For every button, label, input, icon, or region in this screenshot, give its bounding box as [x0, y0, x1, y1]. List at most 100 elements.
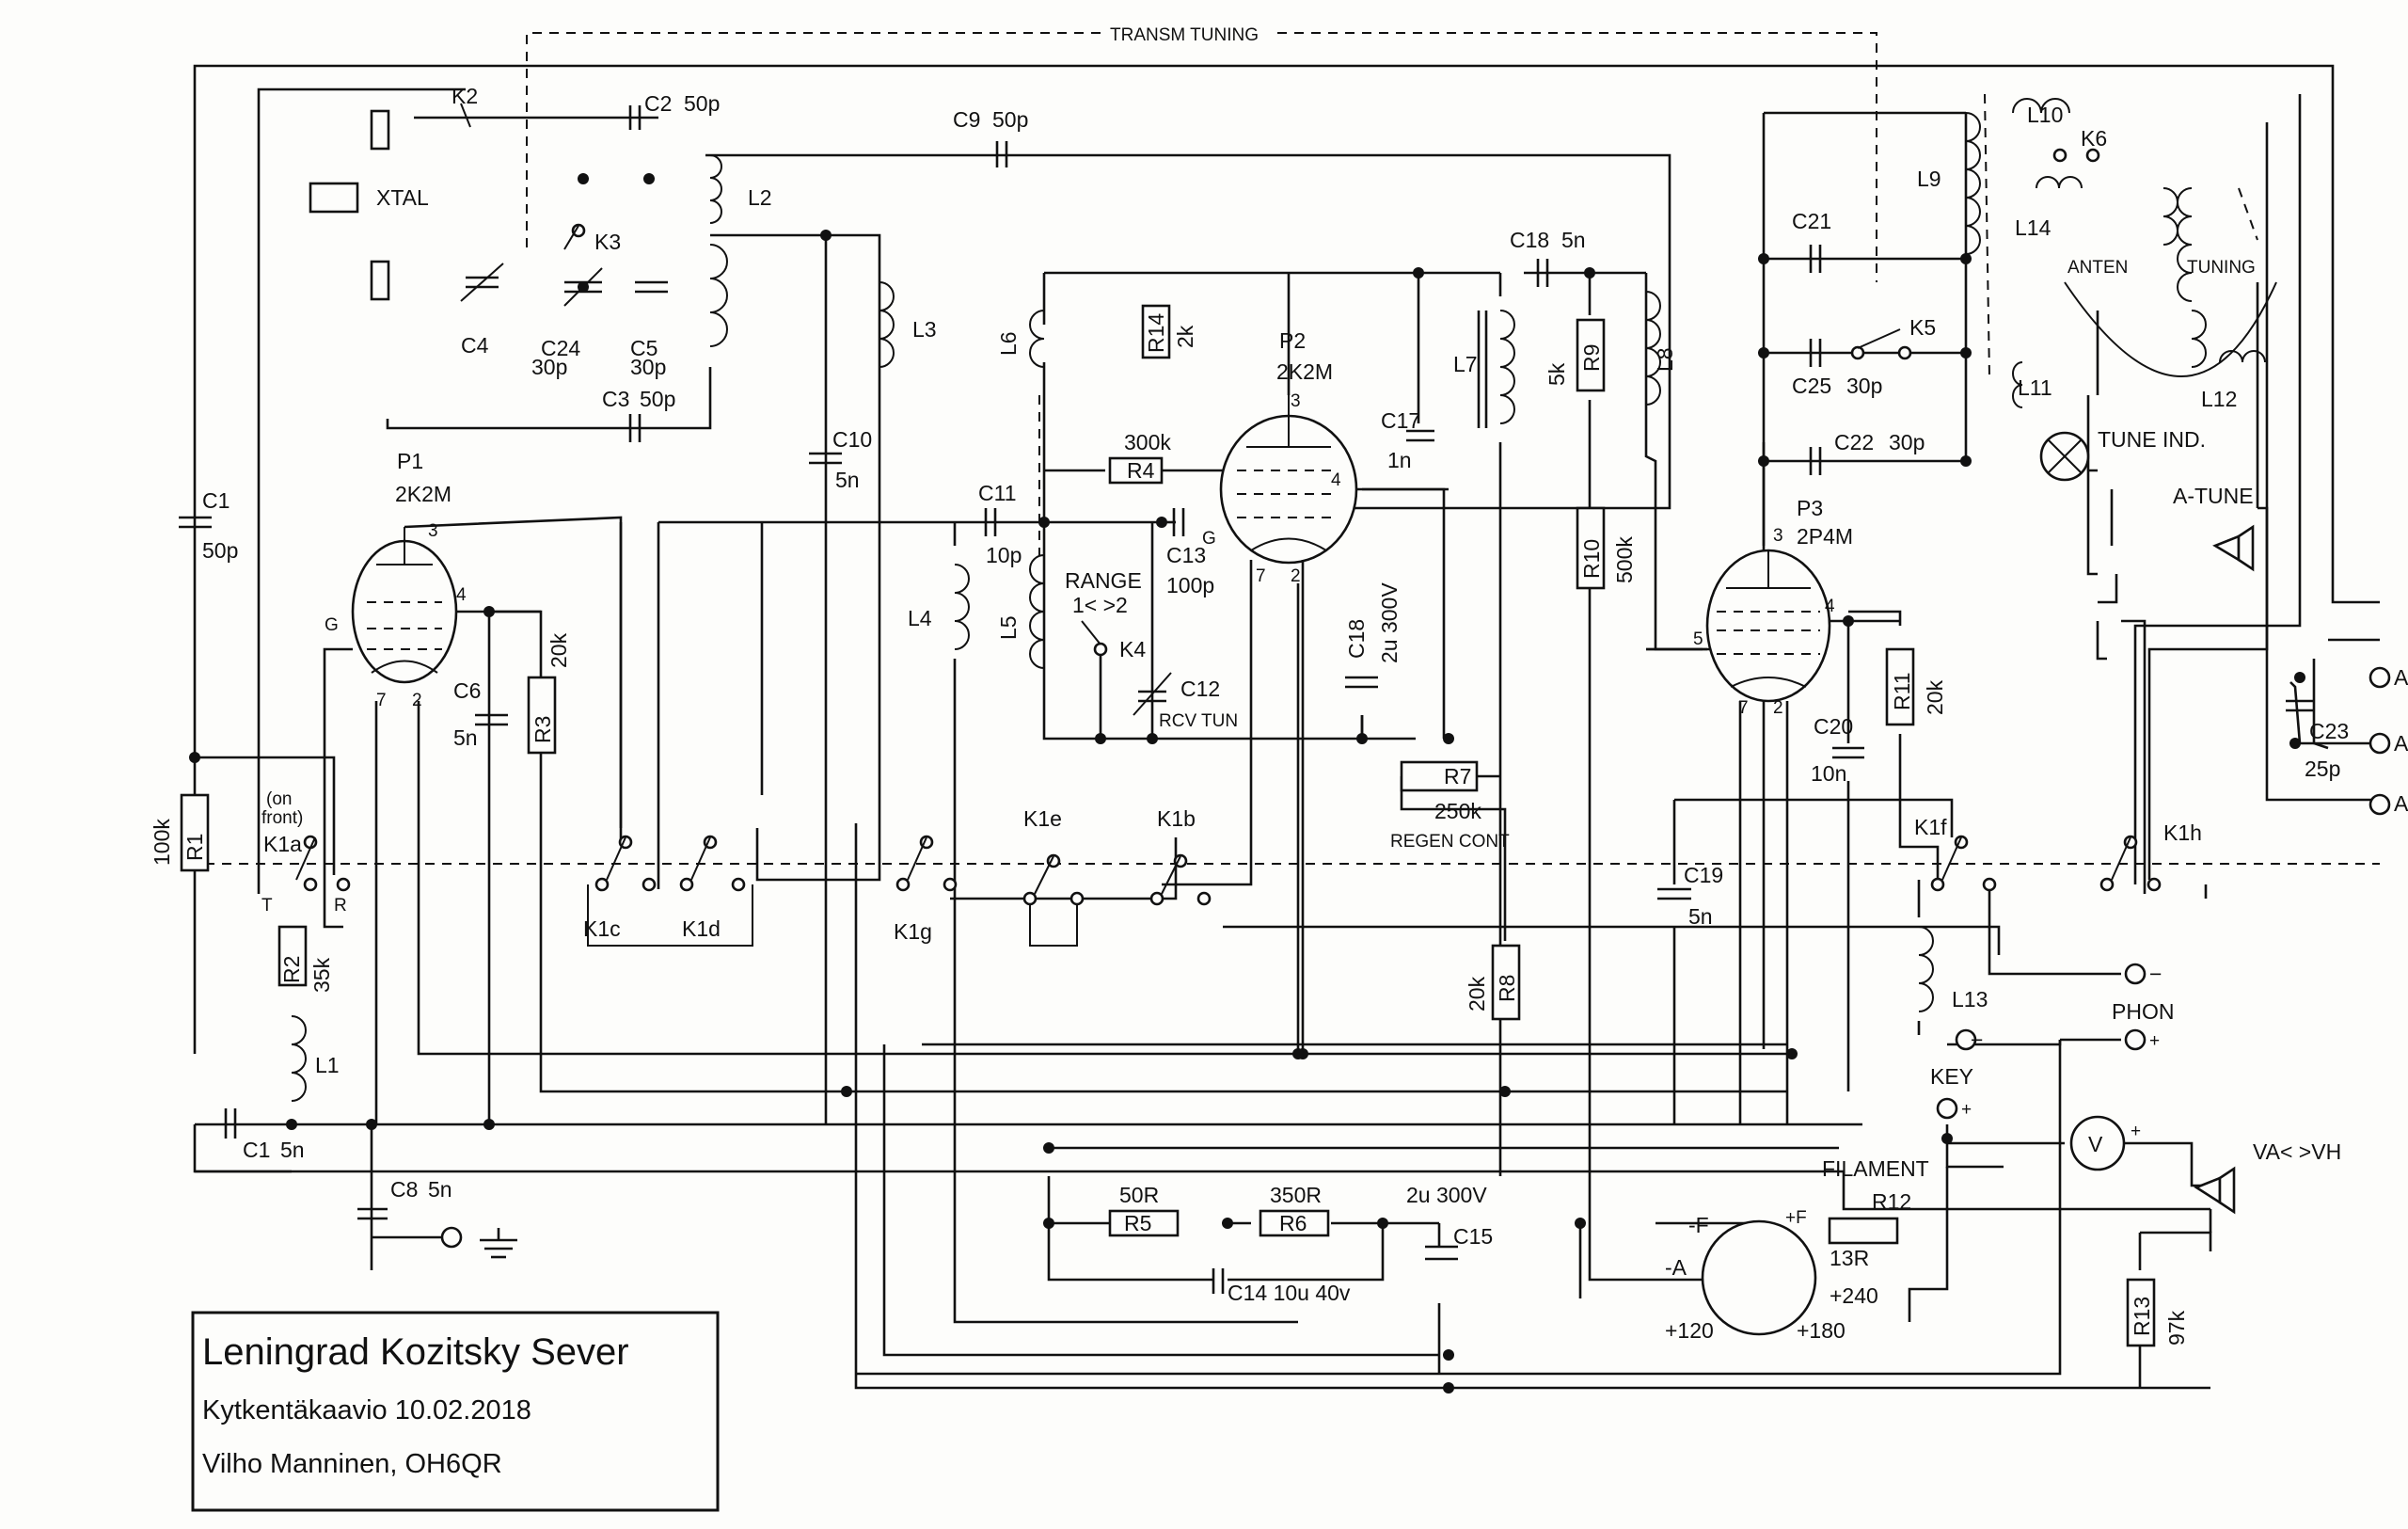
lbl-p180: +180 — [1797, 1318, 1846, 1343]
lbl-r14v: 2k — [1173, 325, 1197, 348]
lbl-k1c: K1c — [583, 916, 621, 941]
lbl-l5: L5 — [996, 615, 1021, 640]
lbl-c23: C23 — [2309, 719, 2349, 743]
lbl-p120: +120 — [1665, 1318, 1714, 1343]
lbl-c19: C19 — [1684, 863, 1723, 887]
p1-pin3: 3 — [428, 521, 438, 541]
lbl-ma: -A — [1665, 1255, 1687, 1280]
lbl-r2: R2 — [279, 956, 304, 983]
lbl-r3v: 20k — [547, 632, 571, 668]
lbl-c11: C11 — [978, 481, 1017, 505]
lbl-k1a-r: R — [334, 896, 347, 916]
lbl-c15: C15 — [1453, 1224, 1493, 1249]
lbl-r1: R1 — [182, 834, 207, 861]
lbl-r7: R7 — [1444, 764, 1471, 788]
lbl-c9v: 50p — [992, 107, 1028, 132]
component-labels: K2 XTAL C2 50p C9 50p L2 K3 C4 C24 30p C… — [150, 84, 2408, 1346]
lbl-r9: R9 — [1579, 344, 1604, 372]
transm-tuning-label: TRANSM TUNING — [1110, 25, 1259, 45]
lbl-l8: L8 — [1653, 347, 1677, 372]
lbl-mf: -F — [1688, 1213, 1709, 1237]
lbl-r11: R11 — [1890, 673, 1914, 711]
tube-p1: 3 4 7 2 G P1 2K2M — [325, 449, 467, 710]
voltmeter — [2069, 1115, 2126, 1171]
lbl-l9: L9 — [1917, 167, 1941, 191]
lbl-c10: C10 — [832, 427, 872, 452]
p1-pin2: 2 — [412, 691, 422, 710]
lbl-c25v: 30p — [1846, 374, 1882, 398]
lbl-r6: R6 — [1279, 1211, 1307, 1235]
lbl-c6v: 5n — [453, 725, 478, 750]
lbl-r6v: 350R — [1270, 1183, 1322, 1207]
lbl-a2: A2 — [2394, 731, 2408, 756]
lbl-r11v: 20k — [1923, 679, 1947, 715]
lbl-c24v: 30p — [531, 355, 567, 379]
p2-pinG: G — [1202, 529, 1216, 549]
p2-pin4: 4 — [1331, 470, 1341, 490]
ground-icon — [480, 1228, 517, 1259]
lbl-range2: 1< >2 — [1072, 593, 1128, 617]
lbl-k1d: K1d — [682, 916, 721, 941]
lbl-c20: C20 — [1814, 714, 1853, 739]
junction-dots — [189, 173, 2305, 1394]
lbl-l3: L3 — [912, 317, 937, 342]
p1-type: 2K2M — [395, 482, 452, 506]
lbl-rcv-tun: RCV TUN — [1159, 711, 1238, 731]
lbl-r10: R10 — [1579, 539, 1604, 579]
lbl-c6: C6 — [453, 678, 481, 703]
lbl-phon-plus: + — [2149, 1031, 2160, 1051]
p3-pin2: 2 — [1773, 698, 1783, 718]
lbl-k1f: K1f — [1914, 815, 1947, 839]
lbl-k1e: K1e — [1023, 806, 1062, 831]
lbl-c1b: C1 — [243, 1138, 270, 1162]
lbl-c19v: 5n — [1688, 904, 1713, 929]
lbl-l13: L13 — [1952, 987, 1988, 1011]
lbl-r12v: 13R — [1830, 1246, 1869, 1270]
switch-contacts — [295, 103, 2162, 947]
lbl-c9: C9 — [953, 107, 980, 132]
lbl-c3v: 50p — [640, 387, 675, 411]
lbl-c17: C17 — [1381, 408, 1420, 433]
lbl-c1a: C1 — [202, 488, 230, 513]
lbl-k3: K3 — [594, 230, 621, 254]
jack-connectors — [2194, 524, 2255, 1215]
lbl-k6: K6 — [2081, 126, 2107, 151]
lbl-xtal: XTAL — [376, 185, 429, 210]
lbl-a1: A1 — [2394, 665, 2408, 690]
lbl-c20v: 10n — [1811, 761, 1846, 786]
lbl-k4: K4 — [1119, 637, 1146, 661]
lbl-r8: R8 — [1495, 975, 1519, 1002]
lbl-k1a-t: T — [261, 896, 273, 916]
p2-pin3: 3 — [1291, 391, 1301, 411]
lbl-phon-minus: − — [2149, 962, 2162, 986]
lbl-k5: K5 — [1909, 315, 1936, 340]
p2-type: 2K2M — [1276, 359, 1333, 384]
title: Leningrad Kozitsky Sever — [202, 1331, 629, 1373]
inductors — [291, 98, 2277, 1102]
lbl-l10: L10 — [2027, 103, 2063, 127]
p2-pin2: 2 — [1291, 566, 1301, 586]
lbl-c1av: 50p — [202, 538, 238, 563]
lbl-r7v: 250k — [1434, 799, 1481, 823]
lbl-k1a: K1a — [263, 832, 302, 856]
lbl-c5v: 30p — [630, 355, 666, 379]
subtitle: Kytkentäkaavio 10.02.2018 — [202, 1395, 531, 1425]
lbl-v-plus: + — [2131, 1122, 2141, 1141]
lbl-c8v: 5n — [428, 1177, 452, 1202]
lbl-c18av: 5n — [1561, 228, 1586, 252]
lbl-r9v: 5k — [1545, 362, 1569, 386]
lbl-k1g: K1g — [894, 919, 932, 944]
lbl-c18a: C18 — [1510, 228, 1549, 252]
lbl-c3: C3 — [602, 387, 629, 411]
author: Vilho Manninen, OH6QR — [202, 1449, 502, 1479]
lbl-l2: L2 — [748, 185, 772, 210]
lbl-c18b: C18 — [1344, 619, 1369, 659]
lbl-k1h: K1h — [2163, 820, 2202, 845]
terminals — [440, 666, 2391, 1249]
lbl-c4: C4 — [461, 333, 489, 358]
p1-pin4: 4 — [456, 585, 467, 605]
wires-main — [193, 64, 2380, 1390]
lbl-on-front2: front) — [261, 808, 303, 828]
lbl-l12: L12 — [2201, 387, 2237, 411]
